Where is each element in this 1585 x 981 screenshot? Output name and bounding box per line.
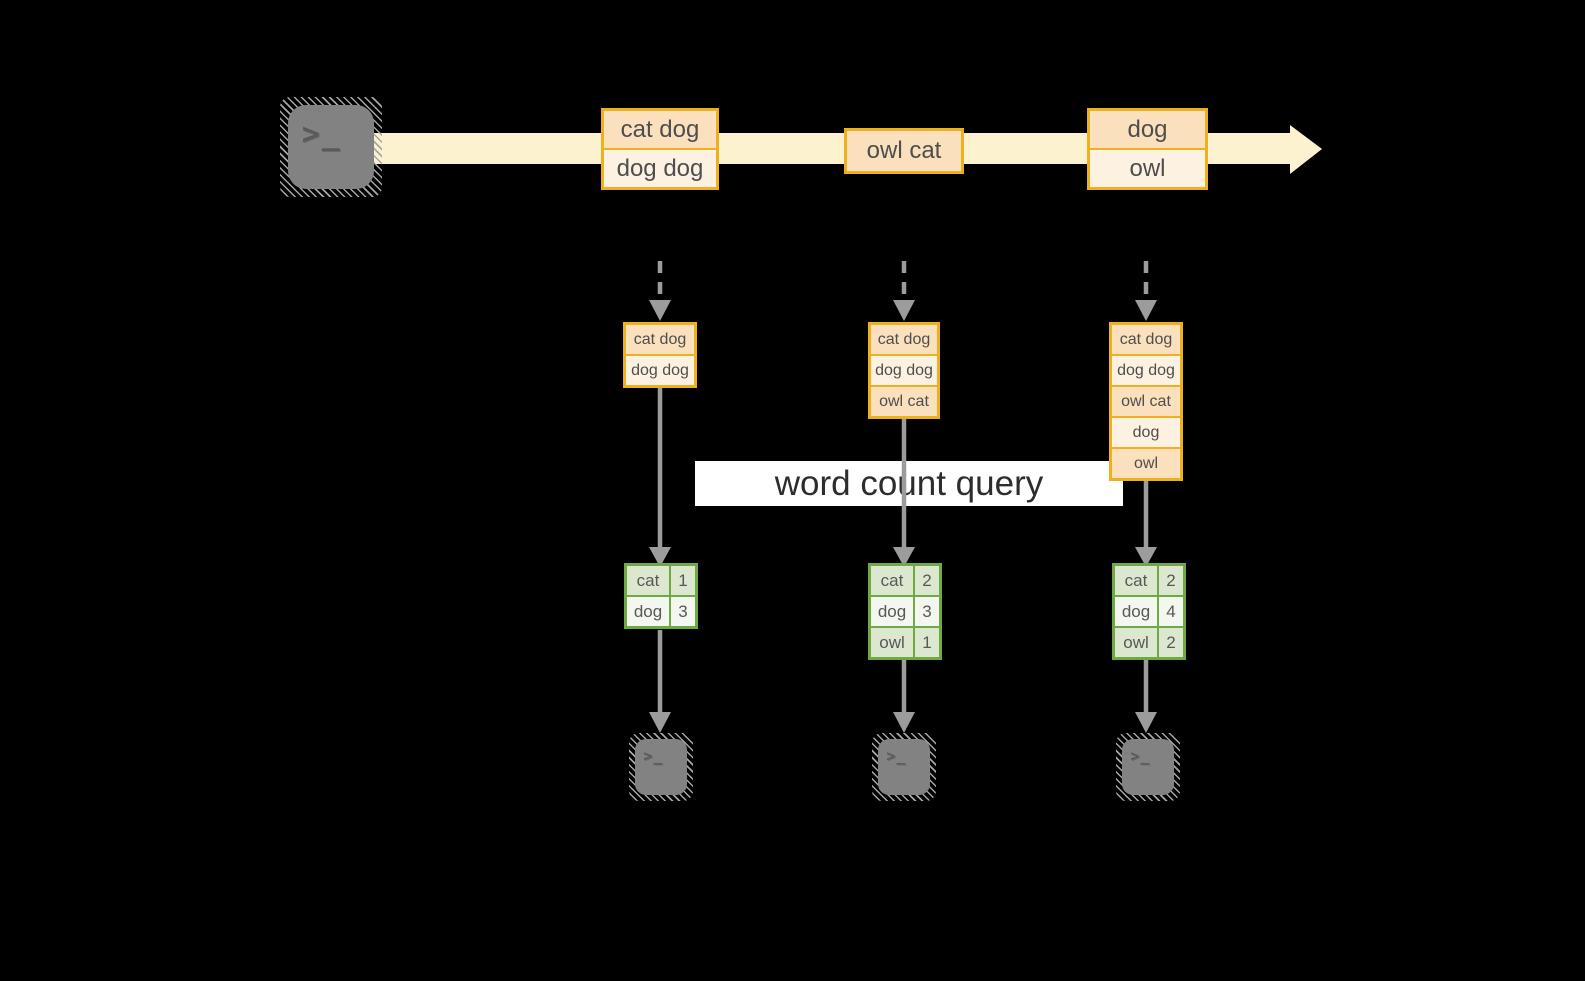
state-record: cat dog	[871, 325, 937, 354]
state-box-3: cat dog dog dog owl cat dog owl	[1109, 322, 1183, 481]
state-record: dog	[1112, 418, 1180, 447]
prompt-glyph: >_	[886, 746, 907, 765]
state-record: dog dog	[626, 356, 694, 385]
event-record: dog	[1090, 111, 1205, 148]
out-arrowhead-2-icon	[893, 712, 915, 733]
terminal-screen: >_	[1122, 739, 1174, 795]
count-table-3: cat 2 dog 4 owl 2	[1112, 563, 1186, 660]
dashed-arrowhead-3-icon	[1135, 300, 1157, 321]
prompt-glyph: >_	[1130, 746, 1151, 765]
count-word: cat	[627, 566, 669, 595]
terminal-screen: >_	[288, 105, 374, 189]
count-value: 2	[1159, 566, 1183, 595]
flow-arrowhead-3-icon	[1135, 547, 1157, 567]
state-record: dog dog	[871, 356, 937, 385]
count-value: 1	[915, 628, 939, 657]
flow-arrowhead-1-icon	[649, 547, 671, 567]
count-value: 3	[671, 597, 695, 626]
terminal-screen: >_	[878, 739, 930, 795]
count-word: dog	[627, 597, 669, 626]
prompt-glyph: >_	[301, 116, 342, 152]
count-value: 3	[915, 597, 939, 626]
state-record: owl cat	[871, 387, 937, 416]
stream-source-terminal-icon: >_	[280, 97, 382, 197]
prompt-glyph: >_	[643, 746, 664, 765]
count-table-2: cat 2 dog 3 owl 1	[868, 563, 942, 660]
out-arrowhead-1-icon	[649, 712, 671, 733]
count-value: 4	[1159, 597, 1183, 626]
count-table-1: cat 1 dog 3	[624, 563, 698, 629]
query-label-band: word count query	[695, 461, 1123, 506]
event-record: dog dog	[604, 150, 716, 187]
count-word: cat	[871, 566, 913, 595]
stream-arrowhead-icon	[1290, 125, 1322, 174]
stream-event-box-1: cat dog dog dog	[601, 108, 719, 190]
count-word: dog	[1115, 597, 1157, 626]
event-record: owl	[1090, 150, 1205, 187]
flow-arrowhead-2-icon	[893, 547, 915, 567]
count-word: owl	[871, 628, 913, 657]
count-value: 2	[1159, 628, 1183, 657]
output-terminal-1-icon: >_	[629, 733, 693, 801]
count-word: owl	[1115, 628, 1157, 657]
query-label: word count query	[774, 463, 1044, 503]
stream-event-box-2: owl cat	[844, 128, 964, 174]
count-word: cat	[1115, 566, 1157, 595]
state-record: owl cat	[1112, 387, 1180, 416]
stream-event-box-3: dog owl	[1087, 108, 1208, 190]
event-record: owl cat	[847, 131, 961, 171]
count-value: 1	[671, 566, 695, 595]
terminal-screen: >_	[635, 739, 687, 795]
event-record: cat dog	[604, 111, 716, 148]
state-record: cat dog	[626, 325, 694, 354]
dashed-arrowhead-1-icon	[649, 300, 671, 321]
state-record: owl	[1112, 449, 1180, 478]
state-box-1: cat dog dog dog	[623, 322, 697, 388]
state-record: dog dog	[1112, 356, 1180, 385]
count-word: dog	[871, 597, 913, 626]
output-terminal-2-icon: >_	[872, 733, 936, 801]
state-box-2: cat dog dog dog owl cat	[868, 322, 940, 419]
output-terminal-3-icon: >_	[1116, 733, 1180, 801]
count-value: 2	[915, 566, 939, 595]
state-record: cat dog	[1112, 325, 1180, 354]
dashed-arrowhead-2-icon	[893, 300, 915, 321]
out-arrowhead-3-icon	[1135, 712, 1157, 733]
